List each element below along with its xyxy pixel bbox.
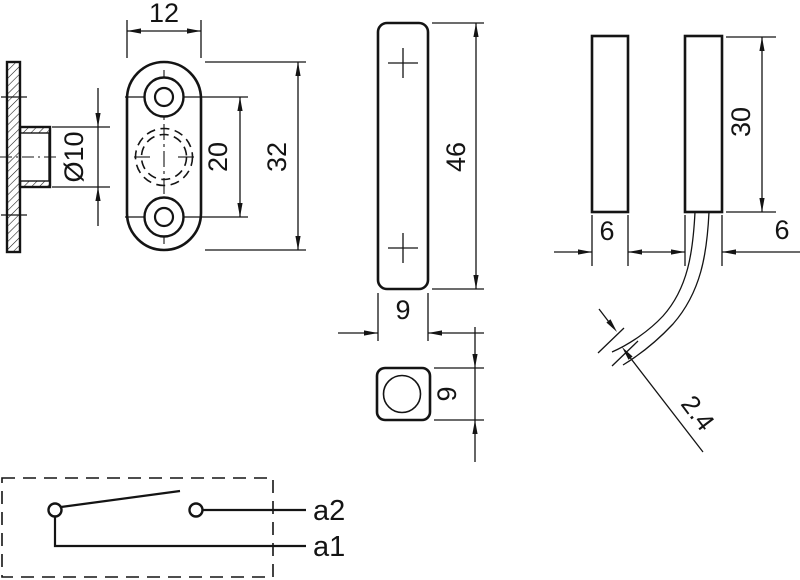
dim-label-body-depth: 9 [432, 386, 462, 401]
dim-label-plate-width: 12 [149, 0, 179, 28]
dimension-cable-diameter: 2.4 [597, 308, 721, 453]
terminal-label-a2: a2 [313, 495, 345, 527]
end-view-bore [382, 374, 422, 414]
dim-label-hole-spacing: 20 [203, 142, 233, 172]
sensor-body-front-view [376, 21, 430, 291]
dimension-body-width: 9 [338, 293, 484, 341]
dim-label-cable-diameter: 2.4 [675, 390, 721, 437]
dimension-plate-height: 32 [205, 61, 306, 251]
terminal-a1-lead [53, 517, 306, 548]
dimension-body-depth: 9 [432, 327, 484, 462]
contact-pivot-terminal [47, 502, 63, 518]
sensor-body-end-view [375, 366, 432, 422]
circuit-schematic: a2 a1 [1, 477, 345, 578]
dim-label-body-height: 46 [441, 142, 471, 172]
mounting-plate-front-view [125, 60, 248, 252]
screw-position-mark-top [388, 48, 418, 78]
contact-fixed-terminal [188, 502, 204, 518]
terminal-label-a1: a1 [313, 531, 345, 563]
dimension-boss-diameter: Ø10 [52, 88, 110, 226]
dimension-switch-height: 30 [726, 36, 776, 213]
screw-position-mark-bottom [388, 233, 418, 263]
dimension-plate-width: 12 [126, 0, 202, 58]
switch-contact-arm [60, 489, 181, 509]
flange-side-view [0, 60, 60, 254]
magnet-side-view [590, 34, 630, 214]
dimension-hole-spacing: 20 [203, 97, 243, 217]
dim-label-body-width: 9 [395, 295, 410, 325]
dim-label-plate-height: 32 [262, 142, 292, 172]
dim-label-boss-diameter: Ø10 [59, 131, 89, 182]
schematic-enclosure-box [1, 477, 274, 578]
switch-side-view [683, 34, 724, 214]
dim-label-magnet-width: 6 [599, 216, 614, 246]
dimension-body-height: 46 [432, 22, 484, 290]
cable [611, 211, 710, 366]
dimension-magnet-and-switch-width: 6 6 [554, 215, 800, 266]
dim-label-switch-height: 30 [726, 107, 756, 137]
dim-label-switch-width: 6 [774, 215, 789, 245]
